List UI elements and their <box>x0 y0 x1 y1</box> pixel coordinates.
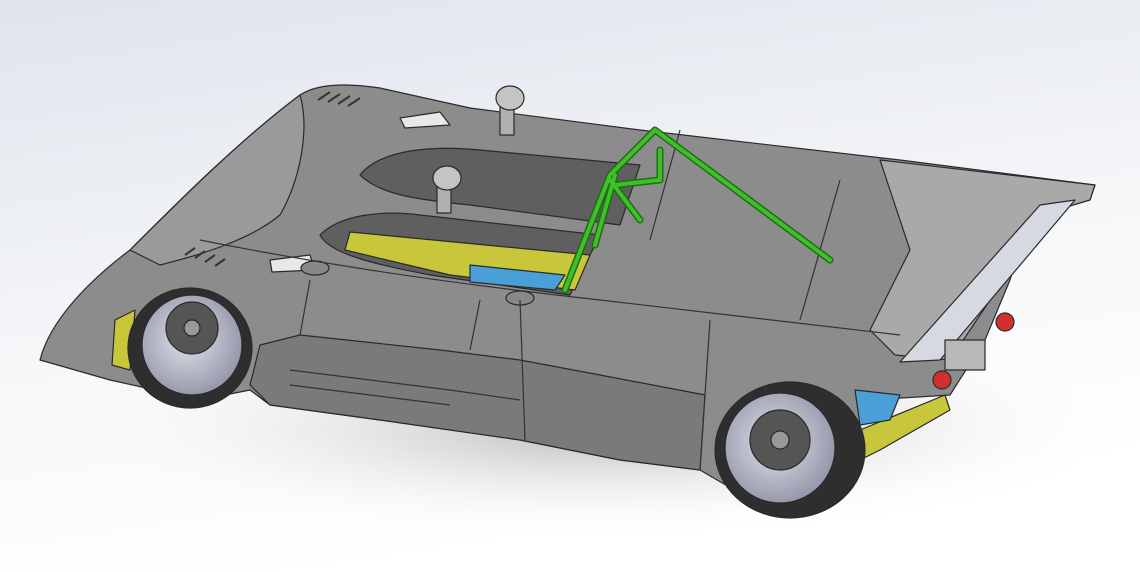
exhaust-assembly <box>944 339 986 371</box>
panel-lines <box>199 129 901 471</box>
tail-light <box>932 370 952 390</box>
roll-bar-highlight <box>563 128 832 292</box>
cockpit-opening-upper <box>359 147 641 226</box>
mirror-right <box>432 165 462 214</box>
fuel-tank <box>469 264 566 291</box>
rear-wheel <box>714 381 866 519</box>
intake-scoop <box>399 111 451 129</box>
tail-light <box>995 312 1015 332</box>
mirror-left <box>495 85 525 136</box>
hood-vents <box>184 91 361 267</box>
front-wheel <box>127 287 253 409</box>
front-fender <box>129 94 305 266</box>
rear-suspension <box>854 389 901 426</box>
car-model[interactable] <box>39 84 1096 519</box>
rear-wing-edge <box>899 199 1076 363</box>
